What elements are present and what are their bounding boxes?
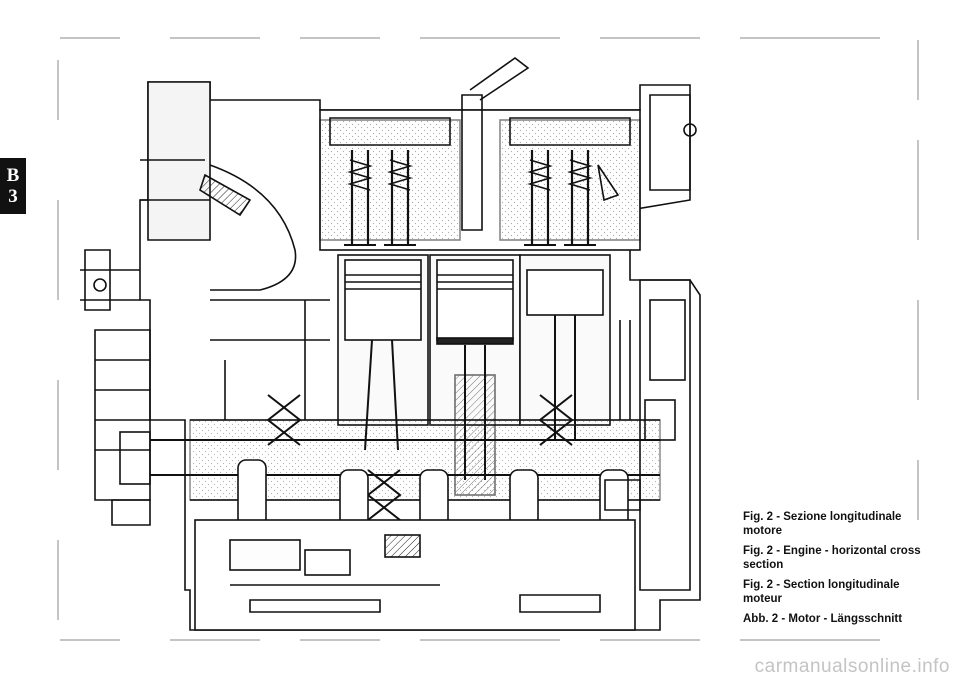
- watermark: carmanualsonline.info: [754, 656, 950, 677]
- section-tab-number: 3: [8, 186, 18, 207]
- section-tab-letter: B: [6, 165, 20, 186]
- caption-english: Fig. 2 - Engine - horizontal cross secti…: [743, 545, 921, 571]
- section-tab: B 3: [0, 158, 26, 214]
- caption-italian: Fig. 2 - Sezione longitudinale motore: [743, 511, 902, 537]
- figure-captions: Fig. 2 - Sezione longitudinale motore Fi…: [743, 510, 923, 632]
- engine-drawing: [80, 57, 701, 631]
- caption-german: Abb. 2 - Motor - Längsschnitt: [743, 613, 903, 625]
- page-frame: [57, 37, 919, 641]
- caption-french: Fig. 2 - Section longitudinale moteur: [743, 579, 900, 605]
